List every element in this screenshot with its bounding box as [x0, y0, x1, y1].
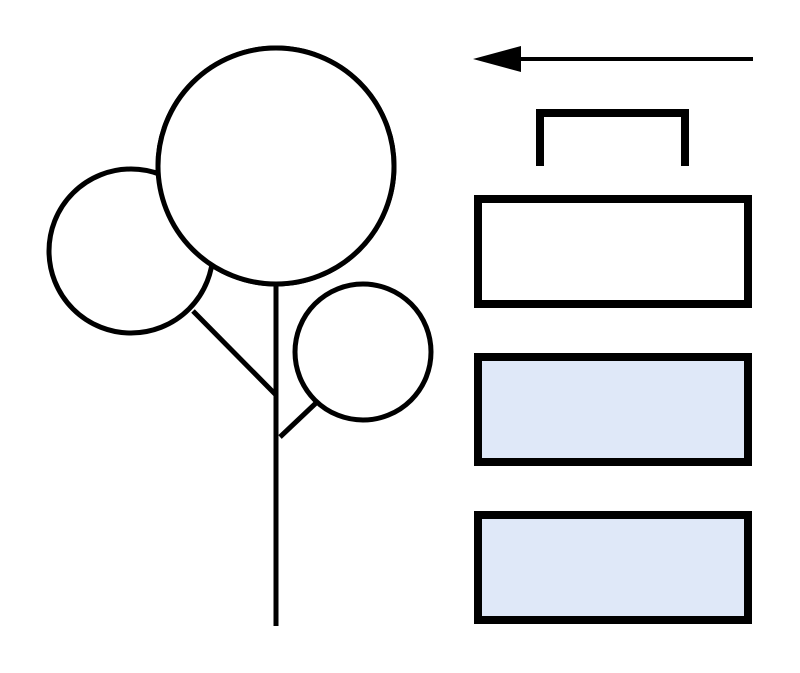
battery-cell-middle — [474, 353, 752, 466]
tree-icon — [46, 45, 434, 626]
arrow-left-icon — [473, 46, 753, 72]
tree-crown-large-overlay — [155, 45, 397, 287]
tree-branch-left — [191, 309, 278, 397]
battery-cell-top — [474, 195, 752, 308]
tree-crown-right — [292, 281, 434, 423]
battery-terminal — [536, 109, 689, 166]
arrow-head — [473, 46, 521, 72]
battery-icon — [474, 109, 752, 624]
tree-branch-right — [278, 401, 318, 439]
battery-cell-bottom — [474, 511, 752, 624]
